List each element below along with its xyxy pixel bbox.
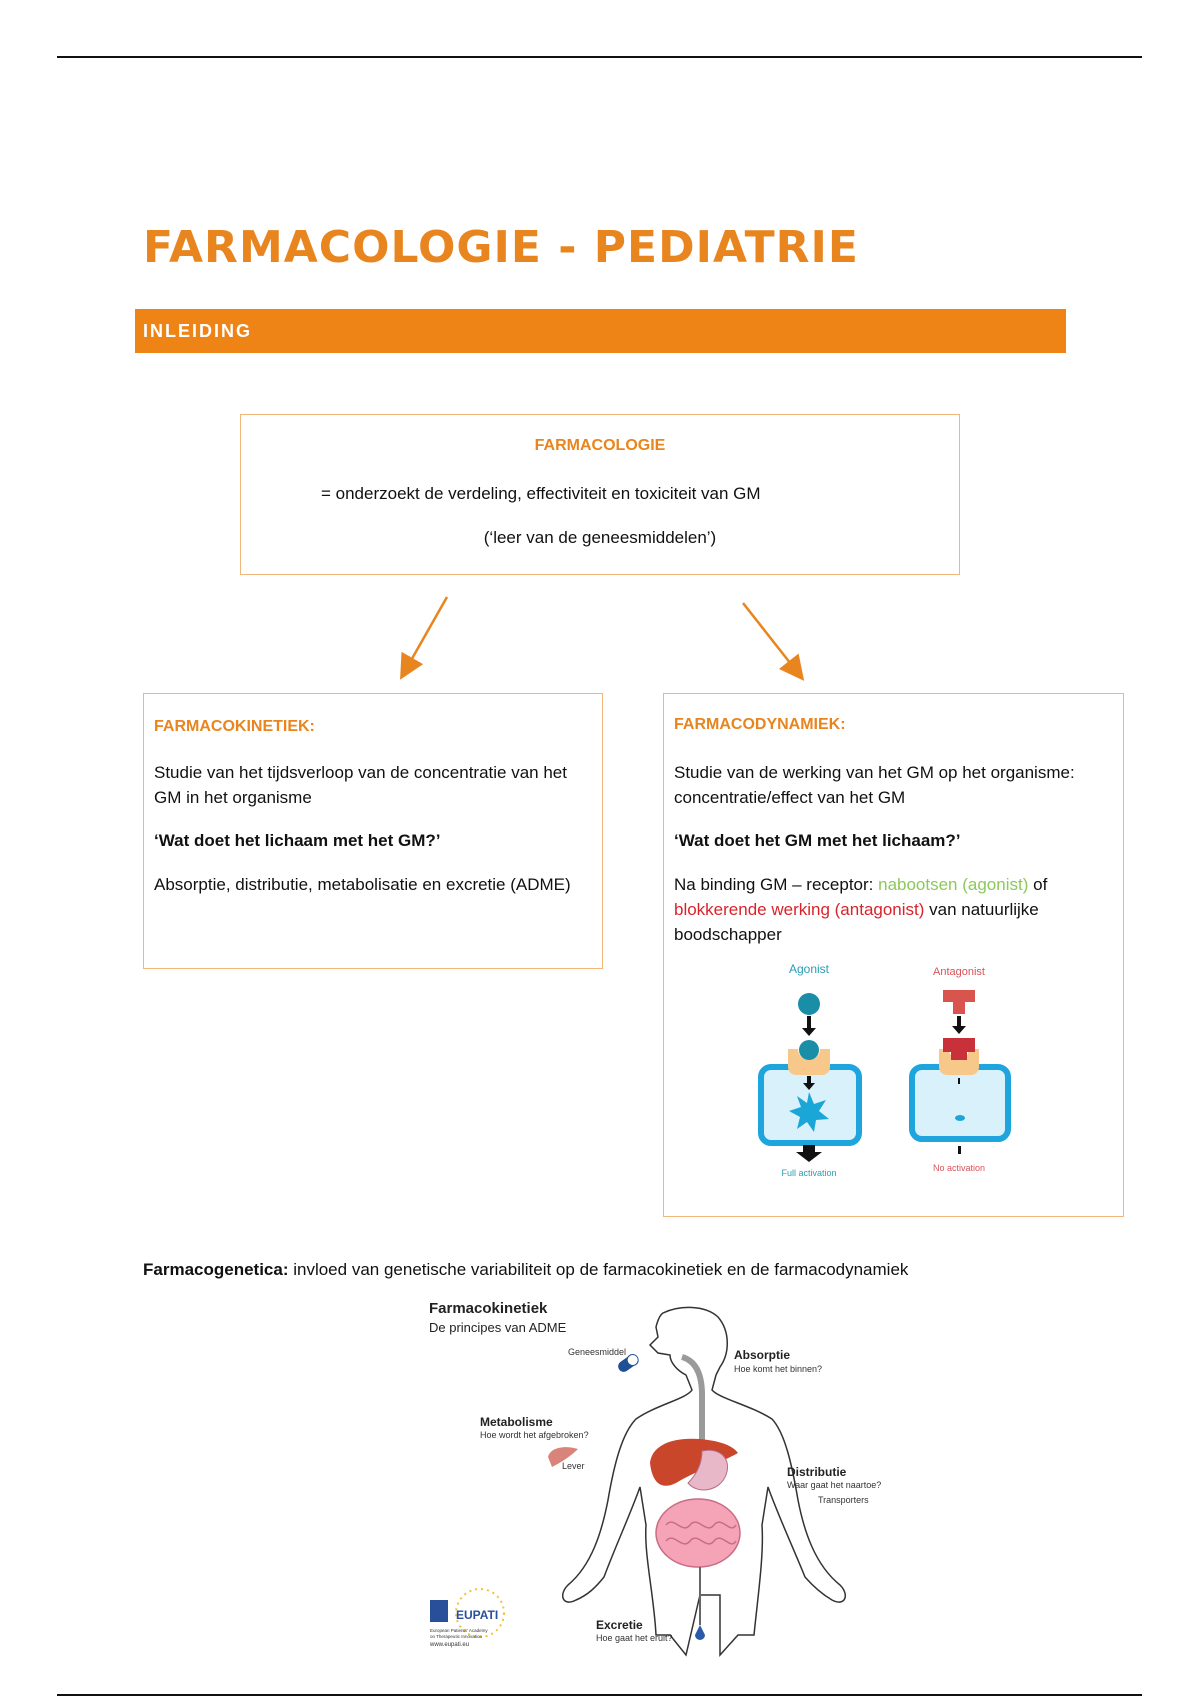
eupati-logo-url: www.eupati.eu [429, 1642, 469, 1648]
full-activation-arrow-shaft [803, 1145, 815, 1153]
agonist-label: Agonist [789, 962, 830, 976]
agonist-arrow2-head [803, 1083, 815, 1090]
farmacologie-definition: = onderzoekt de verdeling, effectiviteit… [321, 484, 761, 503]
farmacokinetiek-text: Studie van het tijdsverloop van de conce… [154, 763, 567, 807]
farmacokinetiek-adme: Absorptie, distributie, metabolisatie en… [154, 875, 571, 894]
agonist-arrow-head [802, 1028, 816, 1036]
farmacogenetica-label: Farmacogenetica: [143, 1260, 289, 1279]
small-liver-icon [548, 1447, 578, 1467]
drug-label: Geneesmiddel [568, 1347, 626, 1357]
eupati-logo-text: EUPATI [456, 1608, 498, 1622]
eupati-logo: EUPATI European Patients' Academy on The… [429, 1588, 505, 1648]
excretie-label: Excretie [596, 1618, 643, 1632]
distributie-label: Distributie [787, 1465, 847, 1479]
antagonist-bound-icon [943, 1038, 975, 1060]
page-title: FARMACOLOGIE - PEDIATRIE [143, 222, 859, 273]
bottom-rule [57, 1694, 1142, 1696]
arrow-left [400, 596, 449, 680]
excretion-drop-icon [695, 1625, 705, 1640]
intestine-loops [665, 1521, 737, 1545]
farmacodynamiek-question: ‘Wat doet het GM met het lichaam?’ [674, 831, 961, 850]
distributie-question: Waar gaat het naartoe? [787, 1480, 881, 1490]
binding-text-1: Na binding GM – receptor: [674, 875, 879, 894]
binding-text-3: van natuurlijke boodschapper [674, 900, 1039, 944]
full-activation-label: Full activation [781, 1168, 836, 1178]
agonist-antagonist-diagram: Agonist Full activation Antagonist No ac… [758, 962, 1011, 1178]
absorptie-question: Hoe komt het binnen? [734, 1364, 822, 1374]
absorptie-label: Absorptie [734, 1348, 790, 1362]
farmacologie-box: FARMACOLOGIE = onderzoekt de verdeling, … [240, 414, 960, 575]
antagonist-receptor-icon [939, 1049, 979, 1075]
metabolisme-label: Metabolisme [480, 1415, 553, 1429]
metabolisme-question: Hoe wordt het afgebroken? [480, 1430, 589, 1440]
agonist-arrow-shaft [807, 1016, 811, 1030]
antagonist-arrow-head [952, 1026, 966, 1034]
top-rule [57, 56, 1142, 58]
adme-figure: Farmacokinetiek De principes van ADME Ge… [429, 1300, 881, 1657]
adme-subtitle: De principes van ADME [429, 1320, 567, 1335]
arrow-right [742, 602, 805, 681]
farmacokinetiek-box: FARMACOKINETIEK: Studie van het tijdsver… [143, 693, 603, 969]
binding-text-2: of [1028, 875, 1048, 894]
lever-label: Lever [562, 1461, 585, 1471]
drug-pill-icon [618, 1354, 639, 1372]
no-activation-label: No activation [933, 1163, 985, 1173]
section-title: INLEIDING [143, 321, 253, 341]
farmacokinetiek-question: ‘Wat doet het lichaam met het GM?’ [154, 831, 441, 850]
farmacogenetica-text: invloed van genetische variabiliteit op … [288, 1260, 909, 1279]
agonist-molecule-icon [798, 993, 820, 1015]
no-activation-arrow [958, 1146, 961, 1154]
eupati-logo-sub1: European Patients' Academy [430, 1628, 488, 1633]
farmacogenetica-line: Farmacogenetica: invloed van genetische … [143, 1260, 908, 1280]
agonist-receptor-icon [788, 1049, 830, 1075]
antagonist-cell-icon [909, 1064, 1011, 1142]
farmacologie-subtitle: (‘leer van de geneesmiddelen’) [483, 528, 717, 547]
section-banner: INLEIDING [135, 309, 1066, 353]
adme-title: Farmacokinetiek [429, 1300, 548, 1317]
stomach-icon [687, 1449, 728, 1491]
antagonist-label: Antagonist [933, 966, 985, 978]
farmacodynamiek-title: FARMACODYNAMIEK: [674, 716, 846, 733]
eupati-logo-sub2: on Therapeutic Innovation [430, 1634, 482, 1639]
farmacologie-title: FARMACOLOGIE [534, 437, 666, 454]
activation-burst-icon [789, 1092, 829, 1132]
agonist-bound-molecule-icon [799, 1040, 819, 1060]
farmacodynamiek-box: FARMACODYNAMIEK: Studie van de werking v… [663, 693, 1124, 1217]
antagonist-arrow-shaft [957, 1016, 961, 1028]
farmacodynamiek-binding: Na binding GM – receptor: nabootsen (ago… [674, 872, 1114, 947]
binding-agonist: nabootsen (agonist) [878, 875, 1029, 894]
no-activation-tick [958, 1078, 960, 1084]
transporters-label: Transporters [818, 1495, 869, 1505]
binding-antagonist: blokkerende werking (antagonist) [674, 900, 925, 919]
weak-signal-icon [955, 1115, 965, 1121]
intestines-icon [655, 1498, 741, 1568]
agonist-arrow2-shaft [807, 1076, 811, 1084]
excretie-question: Hoe gaat het eruit? [596, 1633, 673, 1643]
full-activation-arrow-head [796, 1152, 822, 1162]
esophagus [680, 1354, 705, 1450]
liver-icon [650, 1438, 738, 1486]
farmacodynamiek-text: Studie van de werking van het GM op het … [674, 763, 1075, 807]
farmacokinetiek-title: FARMACOKINETIEK: [154, 718, 315, 735]
antagonist-molecule-icon [943, 990, 975, 1014]
